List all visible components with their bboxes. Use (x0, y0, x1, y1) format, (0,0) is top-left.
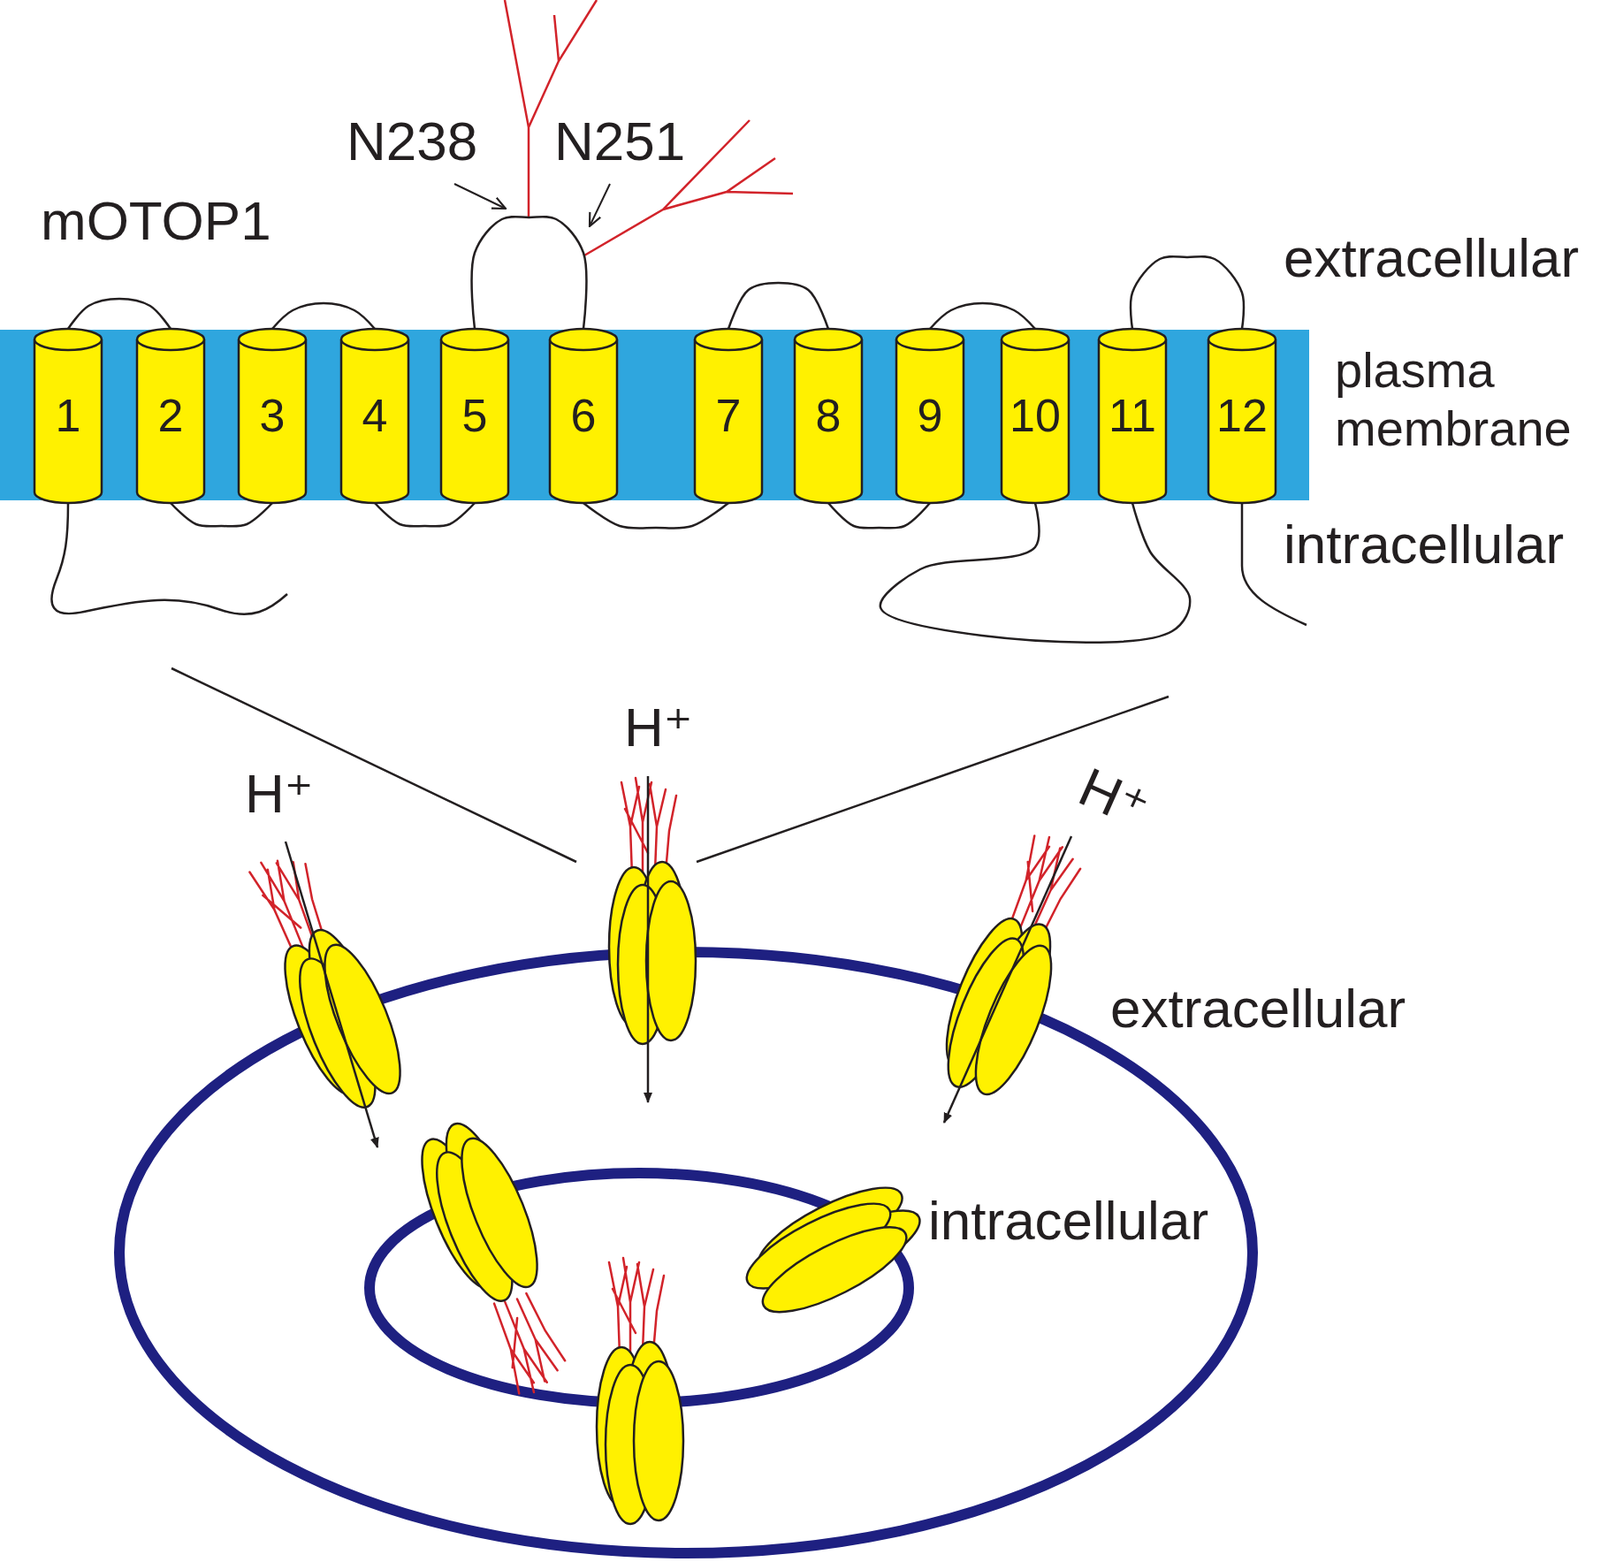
region-label: intracellular (928, 1190, 1209, 1251)
helix-number: 12 (1216, 390, 1268, 442)
helix-number: 4 (362, 390, 389, 442)
helix-cap (1098, 328, 1166, 351)
otop1-channel (596, 1257, 684, 1524)
helix-cylinder: 2 (137, 328, 205, 503)
leader-arrow (589, 183, 610, 227)
ion-label: H⁺ (624, 697, 694, 758)
helix-cylinder: 5 (441, 328, 509, 503)
helix-number: 6 (571, 390, 597, 442)
zoom-line (696, 696, 1169, 862)
glycan-n238 (504, 0, 597, 218)
loop-connector (880, 502, 1190, 643)
ion-label: H⁺ (244, 763, 314, 824)
helix-number: 2 (158, 390, 184, 442)
loop-connector (472, 216, 587, 329)
zoom-line (171, 668, 577, 862)
helix-cylinder: 11 (1098, 328, 1166, 503)
loop-connector (728, 282, 829, 329)
helix-cap (1208, 328, 1276, 351)
otop1-channel (609, 777, 696, 1044)
helix-cap (238, 328, 306, 351)
helix-body (896, 339, 964, 503)
loop-connector (374, 502, 475, 526)
helix-cylinder: 9 (896, 328, 964, 503)
proton-flux-arrow (285, 841, 378, 1148)
region-label: intracellular (1283, 514, 1564, 575)
cell-membrane (119, 952, 1253, 1554)
helix-cylinder: 4 (341, 328, 409, 503)
helix-cap (694, 328, 762, 351)
helix-cap (794, 328, 862, 351)
helix-body (1001, 339, 1069, 503)
proton-flux-arrow (944, 836, 1072, 1123)
loop-connector (1130, 256, 1244, 329)
helix-number: 8 (815, 390, 842, 442)
glycosylation-site: N251 (554, 111, 686, 172)
loop-connector (272, 303, 375, 329)
protein-name: mOTOP1 (40, 190, 272, 252)
helix-cap (34, 328, 102, 351)
region-label: extracellular (1283, 228, 1579, 289)
helix-cylinder: 6 (549, 328, 618, 503)
helix-cylinder: 8 (794, 328, 862, 503)
helix-cap (896, 328, 964, 351)
helix-body (238, 339, 306, 503)
helix-cap (137, 328, 205, 351)
helix-cylinder: 7 (694, 328, 762, 503)
helix-body (34, 339, 102, 503)
helix-body (341, 339, 409, 503)
helix-number: 5 (462, 390, 488, 442)
helix-cylinder: 1 (34, 328, 102, 503)
helix-cap (441, 328, 509, 351)
helix-cap (549, 328, 618, 351)
leader-arrow (454, 183, 506, 209)
ion-label: H⁺ (1070, 756, 1159, 840)
n-terminal-tail (51, 502, 288, 615)
loop-connector (828, 502, 930, 528)
loop-connector (929, 303, 1036, 329)
helix-number: 7 (716, 390, 742, 442)
helix-body (1208, 339, 1276, 503)
loop-connector (68, 298, 171, 329)
glycosylation-site: N238 (346, 111, 478, 172)
otop1-channel (732, 1169, 935, 1330)
proton-flux-arrow (647, 776, 650, 1103)
otop1-channel (404, 1112, 590, 1403)
helix-number: 9 (917, 390, 944, 442)
helix-cylinder: 12 (1208, 328, 1276, 503)
helix-number: 3 (259, 390, 286, 442)
helix-cap (341, 328, 409, 351)
helix-number: 11 (1108, 390, 1157, 442)
helix-body (137, 339, 205, 503)
loop-connector (170, 502, 273, 526)
otop1-channel (924, 827, 1105, 1107)
helix-cap (1001, 328, 1069, 351)
region-label: plasma membrane (1334, 341, 1592, 458)
helix-body (1098, 339, 1166, 503)
helix-body (441, 339, 509, 503)
region-label: extracellular (1110, 978, 1406, 1039)
helix-cylinder: 3 (238, 328, 306, 503)
helix-cylinder: 10 (1001, 328, 1069, 503)
loop-connector (583, 502, 729, 529)
helix-body (794, 339, 862, 503)
helix-number: 1 (55, 390, 82, 442)
helix-number: 10 (1009, 390, 1061, 442)
helix-body (694, 339, 762, 503)
helix-body (549, 339, 618, 503)
